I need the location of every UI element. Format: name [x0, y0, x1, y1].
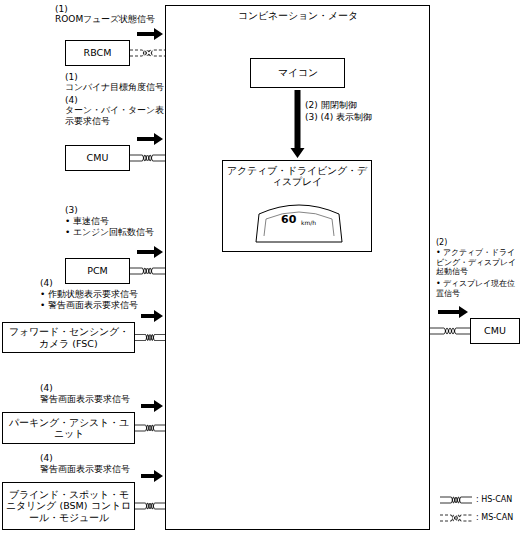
meter-box: コンビネーション・メータマイコンアクティブ・ドライビング・ディスプレイ	[165, 5, 430, 530]
signal-label: • 警告画面表示要求信号	[40, 300, 140, 311]
microcomputer-box: マイコン	[250, 58, 345, 88]
twisted-pair-wire	[130, 268, 165, 274]
signal-label: ターン・バイ・ターン表示要求信号	[65, 105, 165, 127]
twisted-pair-wire	[130, 268, 165, 274]
node-text: PCM	[84, 265, 111, 276]
legend-wire	[440, 515, 472, 521]
signal-label: (4)	[40, 453, 100, 464]
can-connector	[135, 310, 165, 341]
legend-text: : HS-CAN	[476, 495, 512, 505]
can-connector	[130, 246, 165, 274]
signal-arrow	[137, 28, 163, 40]
legend-wire	[440, 497, 472, 503]
twisted-pair-wire	[135, 335, 165, 341]
signal-label: (4)	[40, 383, 100, 394]
legend-swatch	[440, 515, 472, 521]
signal-label: コンバイナ目標角度信号	[65, 82, 165, 93]
display-box: アクティブ・ドライビング・ディスプレイ	[222, 160, 372, 252]
signal-arrow	[141, 400, 163, 412]
module-box: パーキング・アシスト・ユニット	[2, 412, 135, 444]
module-box: ブラインド・スポット・モニタリング (BSM) コントロール・モジュール	[2, 482, 135, 530]
can-connector	[135, 470, 165, 509]
node-text: フォワード・センシング・カメラ (FSC)	[3, 326, 134, 349]
twisted-pair-wire	[130, 155, 165, 161]
twisted-pair-wire	[130, 155, 165, 161]
display-illustration	[256, 205, 342, 242]
twisted-pair-wire	[135, 425, 165, 431]
signal-label: ROOMフューズ状態信号	[55, 14, 165, 25]
signal-label: (2) 開閉制御	[305, 100, 425, 111]
signal-label: • 車速信号	[65, 216, 165, 227]
can-connector	[130, 28, 165, 56]
control-arrow-shape	[291, 90, 305, 158]
legend-wire	[440, 515, 472, 521]
node-text: パーキング・アシスト・ユニット	[3, 417, 134, 440]
module-box: フォワード・センシング・カメラ (FSC)	[2, 322, 135, 353]
signal-arrow	[137, 246, 163, 258]
node-text: マイコン	[275, 67, 321, 78]
signal-arrow	[137, 133, 163, 145]
signal-label: (3)	[65, 205, 125, 216]
signal-arrow	[141, 310, 163, 322]
signal-label: • 作動状態表示要求信号	[40, 289, 140, 300]
node-text: CMU	[84, 152, 112, 163]
node-text: アクティブ・ドライビング・ディスプレイ	[223, 165, 371, 188]
twisted-pair-wire	[135, 503, 165, 509]
twisted-pair-wire	[135, 503, 165, 509]
signal-label: (4)	[40, 278, 100, 289]
speed-readout: km/h	[301, 220, 321, 226]
twisted-pair-wire	[135, 335, 165, 341]
signal-arrow	[438, 306, 468, 318]
legend-wire	[440, 497, 472, 503]
can-connector	[135, 400, 165, 431]
signal-label: (1)	[55, 4, 115, 15]
node-text: ブラインド・スポット・モニタリング (BSM) コントロール・モジュール	[3, 489, 134, 523]
can-connector	[130, 133, 165, 161]
signal-label: • エンジン回転数信号	[65, 227, 165, 238]
signal-label: 警告画面表示要求信号	[40, 394, 140, 405]
signal-arrow	[141, 470, 163, 482]
signal-label: (4)	[65, 95, 125, 106]
module-box: CMU	[65, 145, 130, 171]
node-text: RBCM	[81, 47, 115, 58]
legend-text: : MS-CAN	[476, 513, 513, 523]
can-connector	[430, 306, 470, 334]
signal-label: (1)	[65, 72, 165, 83]
signal-label: (3) (4) 表示制御	[305, 112, 425, 123]
signal-label: (2)	[436, 238, 522, 248]
twisted-pair-wire	[130, 50, 165, 56]
node-text: CMU	[481, 325, 509, 336]
signal-label: • アクティブ・ドライビング・ディスプレイ起動信号	[436, 248, 522, 277]
node-text: コンビネーション・メータ	[235, 10, 361, 21]
twisted-pair-wire	[130, 50, 165, 56]
legend-swatch	[440, 497, 472, 503]
module-box: RBCM	[65, 40, 130, 66]
signal-label: • ディスプレイ現在位置信号	[436, 279, 522, 298]
twisted-pair-wire	[430, 328, 470, 334]
module-box: PCM	[65, 258, 130, 284]
module-box: CMU	[470, 318, 520, 344]
twisted-pair-wire	[135, 425, 165, 431]
twisted-pair-wire	[430, 328, 470, 334]
control-arrow	[291, 90, 305, 158]
signal-label: 警告画面表示要求信号	[40, 464, 140, 475]
display-inner-line	[264, 212, 334, 236]
